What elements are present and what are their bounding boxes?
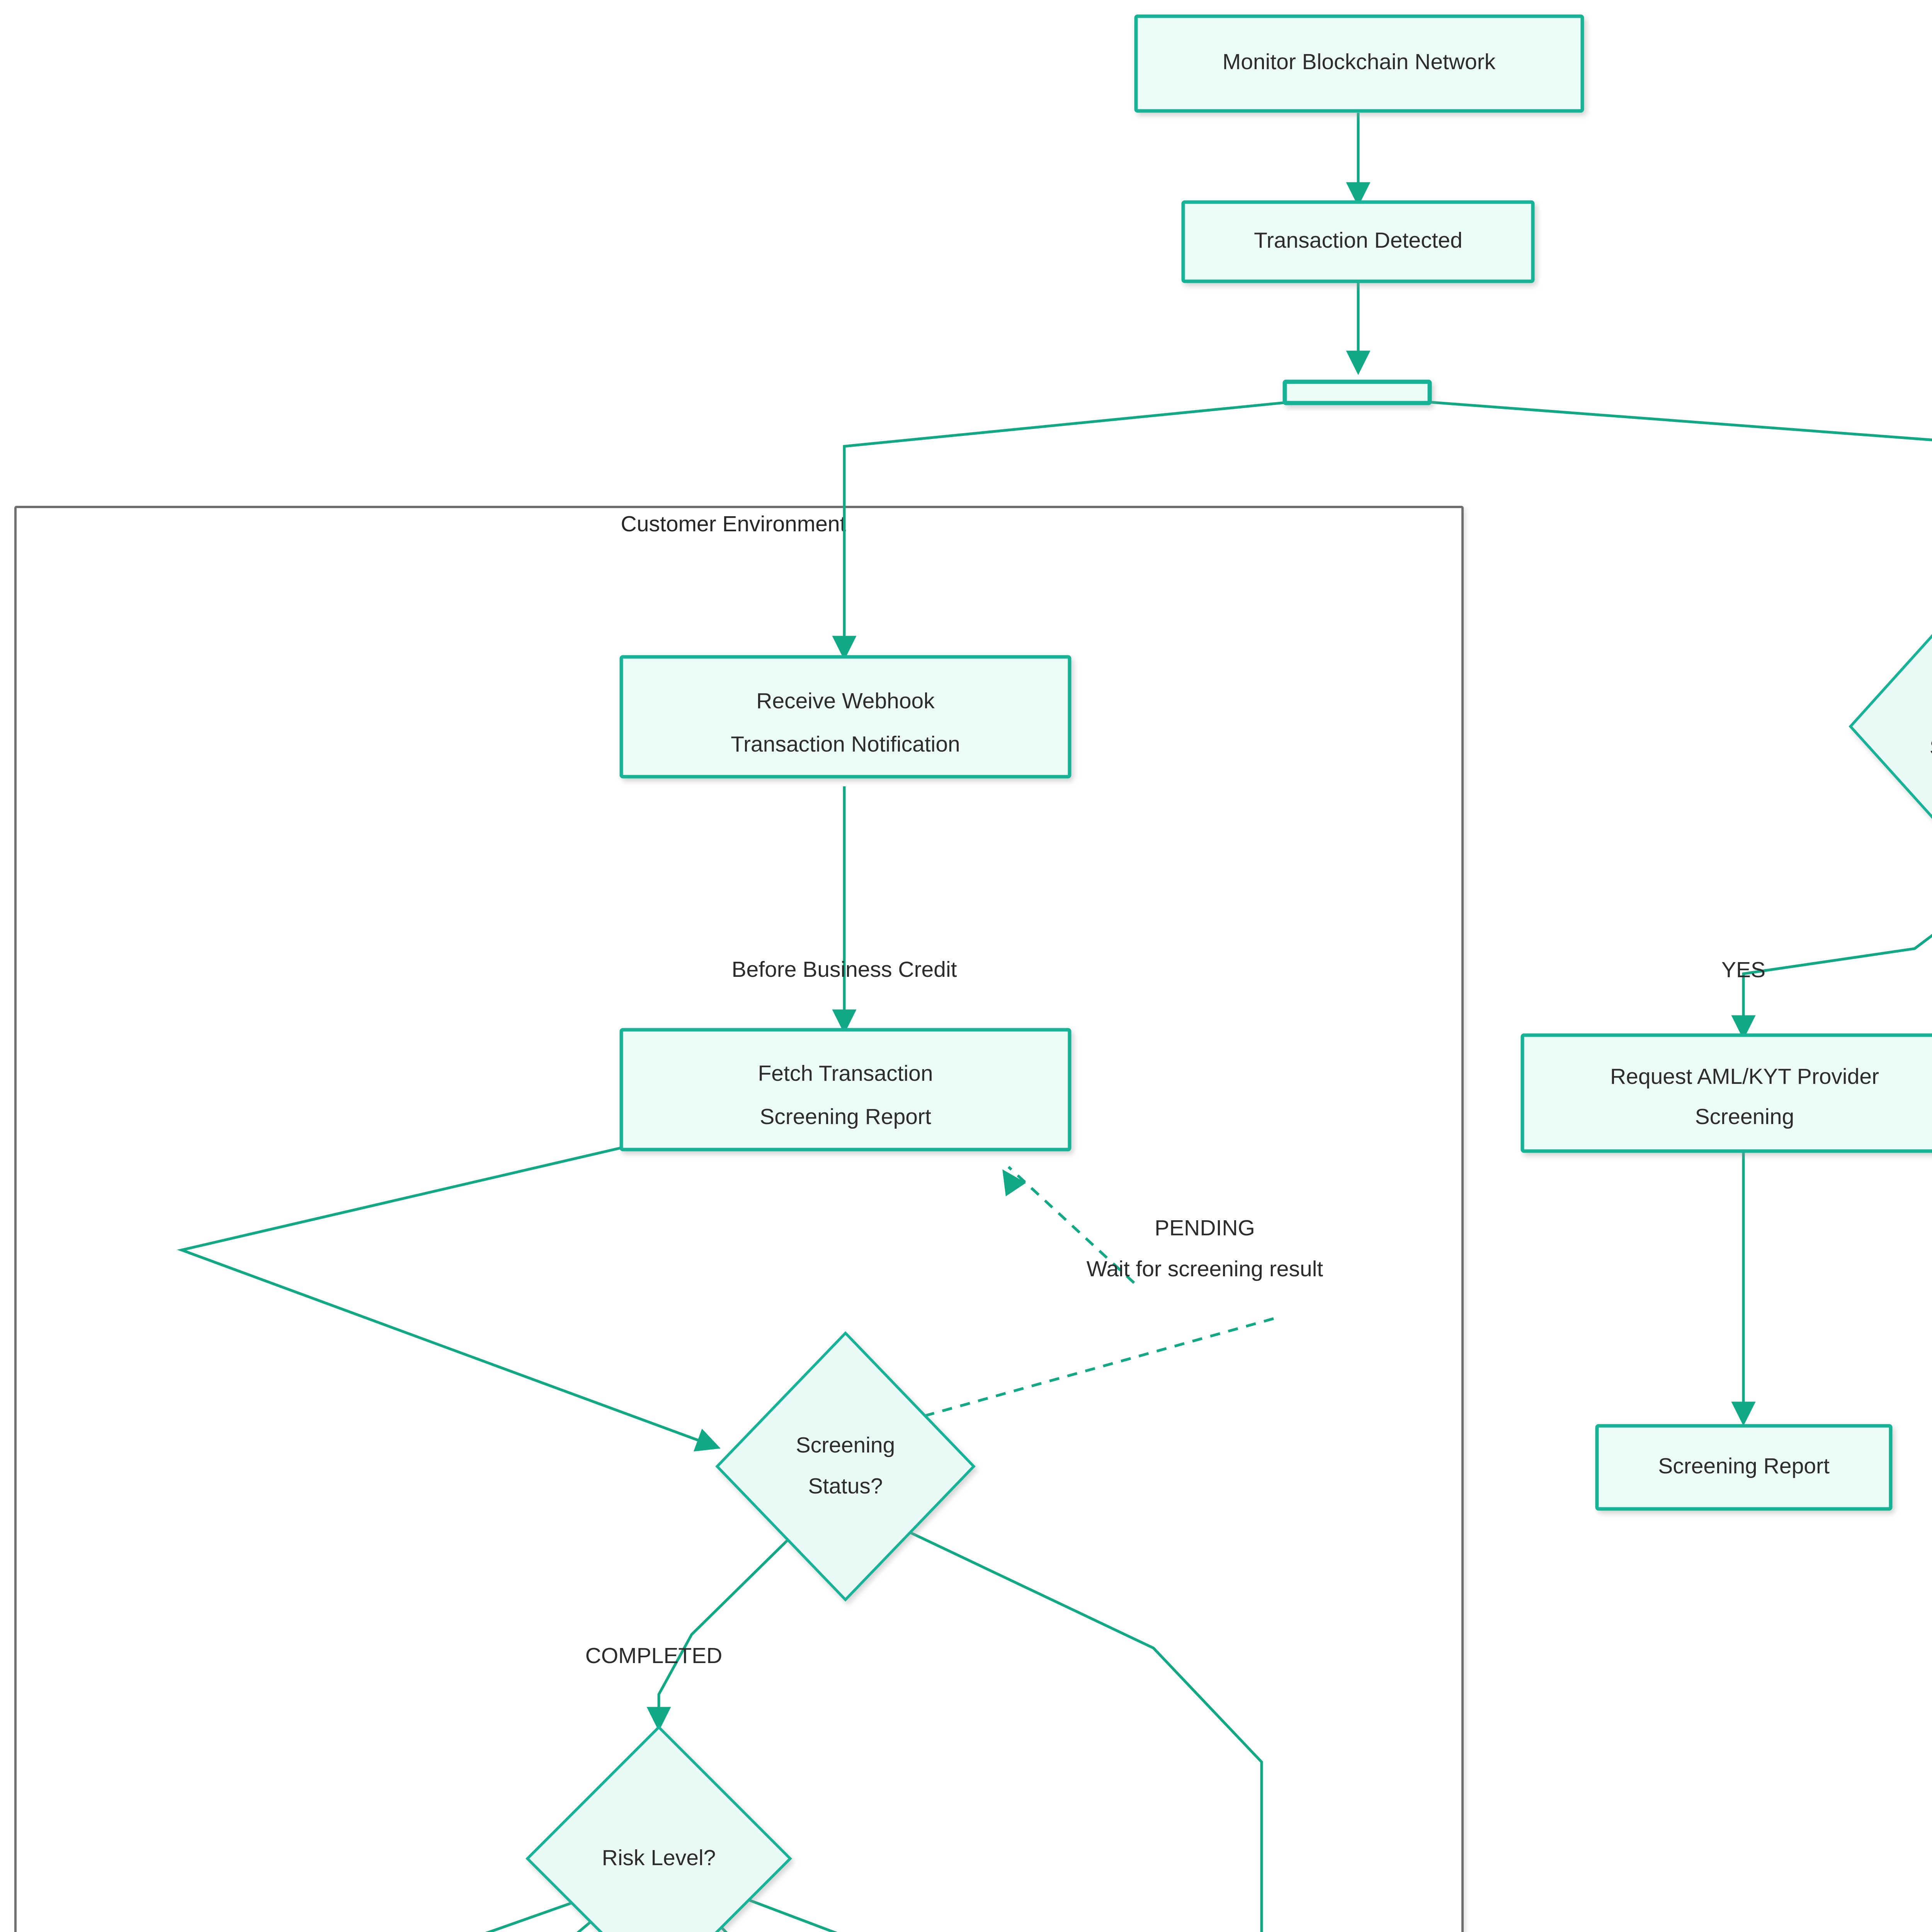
edge-screening-status-fetch-report-pending (888, 1166, 1277, 1427)
node-label-receive-webhook-line1: Receive Webhook (756, 689, 935, 713)
node-label-risk-level: Risk Level? (602, 1845, 716, 1870)
node-match-inbound-screening-policy[interactable]: Match Inbound Screening Policy? (1849, 541, 1932, 912)
node-label-screening-status-line2: Status? (808, 1474, 883, 1498)
node-screening-report[interactable]: Screening Report (1595, 1424, 1893, 1511)
edge-fetch-report-screening-status (177, 1146, 721, 1452)
edge-fork-receive-webhook (832, 400, 1293, 660)
node-label-receive-webhook-line2: Transaction Notification (731, 732, 960, 757)
node-label-match-policy-line2: Screening Policy? (1930, 735, 1932, 760)
edge-pending-tail (1002, 1169, 1026, 1197)
node-label-request-screening-line2: Screening (1695, 1104, 1794, 1129)
node-risk-level[interactable]: Risk Level? (526, 1725, 792, 1932)
edge-match-policy-request-screening (1731, 934, 1932, 1040)
node-label-monitor: Monitor Blockchain Network (1223, 49, 1496, 74)
edge-screening-status-risk-level (646, 1519, 809, 1731)
node-fetch-transaction-screening-report[interactable]: Fetch Transaction Screening Report (619, 1028, 1071, 1151)
edge-fork-match-policy (1425, 400, 1932, 441)
edge-label-yes: YES (1721, 957, 1765, 982)
node-label-fetch-report-line1: Fetch Transaction (758, 1061, 933, 1086)
node-label-detected: Transaction Detected (1254, 228, 1463, 253)
node-transaction-detected[interactable]: Transaction Detected (1181, 200, 1535, 283)
edge-label-pending: PENDING (1155, 1216, 1255, 1240)
node-label-screening-status-line1: Screening (796, 1433, 895, 1458)
node-screening-status[interactable]: Screening Status? (715, 1331, 976, 1602)
edge-label-pending-sub: Wait for screening result (1087, 1257, 1323, 1281)
node-monitor-blockchain-network[interactable]: Monitor Blockchain Network (1134, 14, 1584, 113)
edge-label-completed: COMPLETED (585, 1643, 723, 1668)
edge-screening-status-credit-transaction (884, 1519, 1263, 1932)
node-fork-junction[interactable] (1282, 379, 1432, 405)
edge-label-before-business-credit: Before Business Credit (732, 957, 957, 982)
node-label-fetch-report-line2: Screening Report (760, 1104, 931, 1129)
subgraph-title: Customer Environment (621, 512, 846, 536)
node-request-aml-kyt-provider-screening[interactable]: Request AML/KYT Provider Screening (1520, 1033, 1932, 1153)
edges-layer: YES NO Before Business Credit PENDING Wa… (177, 113, 1932, 1932)
subgraph-customer-environment: Customer Environment (14, 506, 1464, 1932)
node-label-screening-report: Screening Report (1658, 1454, 1830, 1478)
node-label-request-screening-line1: Request AML/KYT Provider (1610, 1064, 1879, 1089)
node-receive-webhook-transaction-notification[interactable]: Receive Webhook Transaction Notification (619, 655, 1071, 779)
